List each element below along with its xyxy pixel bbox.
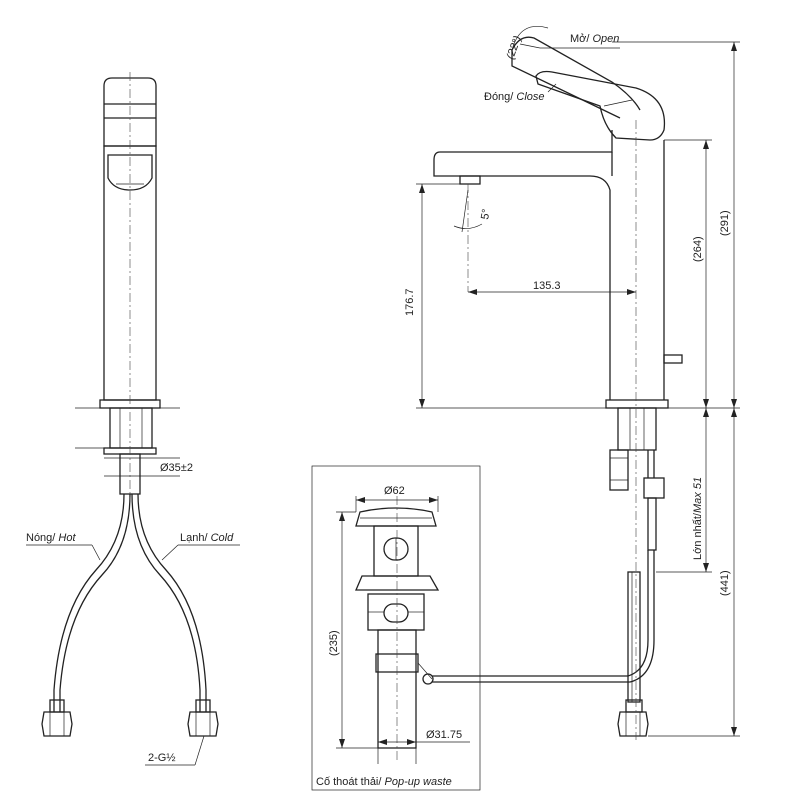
- dim-235: (235): [328, 630, 340, 656]
- dim-291: (291): [719, 210, 731, 236]
- dim-35: Ø35±2: [160, 462, 193, 474]
- popup-waste: [311, 465, 481, 791]
- dim-176-7: 176.7: [404, 288, 416, 316]
- dim-264: (264): [692, 236, 704, 262]
- dim-31-75: Ø31.75: [426, 729, 462, 741]
- side-view: [416, 26, 740, 740]
- label-hot: Nóng/ Hot: [26, 532, 76, 544]
- dim-62: Ø62: [384, 485, 405, 497]
- dim-441: (441): [719, 570, 731, 596]
- label-open: Mở/ Open: [570, 33, 619, 45]
- label-thread: 2-G½: [148, 752, 176, 764]
- label-waste: Cố thoát thải/ Pop-up waste: [316, 776, 452, 788]
- label-max: Lớn nhất/Max 51: [692, 477, 704, 560]
- front-view: [26, 72, 240, 766]
- label-close: Đóng/ Close: [484, 91, 545, 103]
- dim-angle-5: 5°: [479, 208, 493, 220]
- label-cold: Lạnh/ Cold: [180, 532, 234, 544]
- dim-angle-22: (22°): [505, 34, 525, 61]
- dim-135-3: 135.3: [533, 280, 561, 292]
